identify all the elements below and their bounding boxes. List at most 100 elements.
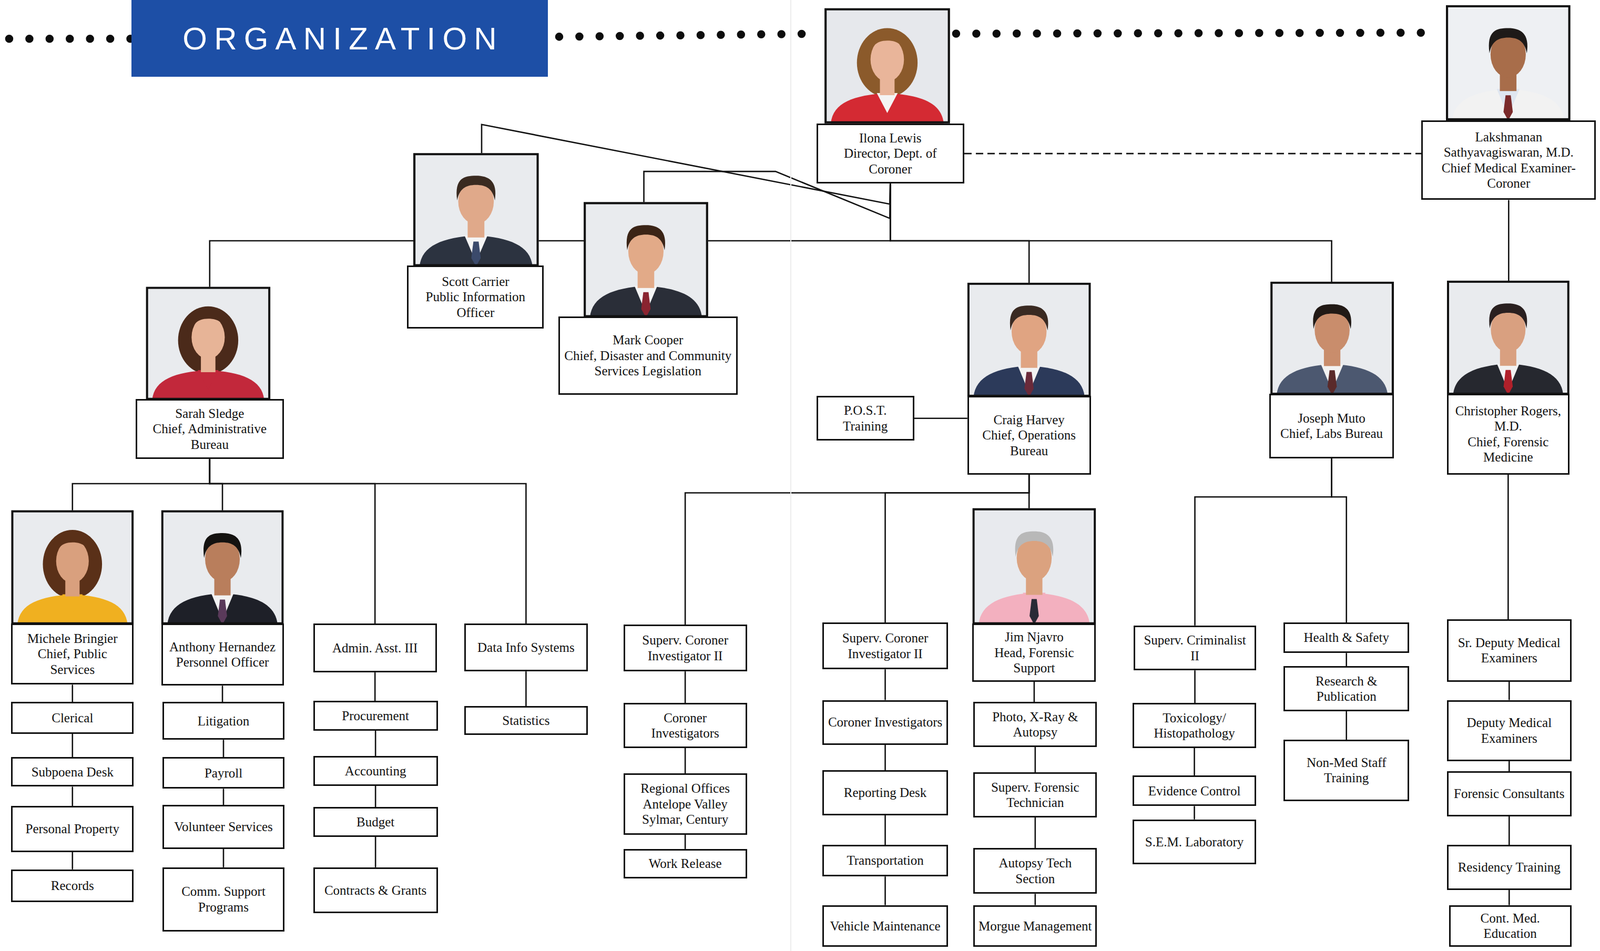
box-label: Volunteer Services [174, 819, 273, 835]
connector-line [1195, 458, 1332, 626]
box-label: Sarah Sledge [175, 405, 244, 422]
connector-line [884, 876, 886, 905]
box-label: Jim Njavro [1004, 629, 1064, 646]
org-box: Clerical [11, 701, 134, 734]
org-box: Records [11, 869, 134, 903]
connector-line [1331, 458, 1347, 624]
box-label: Head, Forensic Support [976, 645, 1092, 677]
box-label: Clerical [51, 710, 94, 727]
org-box: Sarah SledgeChief, Administrative Bureau [135, 399, 284, 460]
box-label: Craig Harvey [993, 412, 1065, 428]
connector-line [1345, 711, 1348, 740]
connector-line [964, 153, 1422, 155]
box-label: Coroner Investigators [628, 710, 743, 742]
portrait-photo [1446, 280, 1570, 395]
box-label: Statistics [502, 712, 550, 729]
org-box: Work Release [623, 849, 748, 879]
box-label: Sr. Deputy Medical Examiners [1451, 635, 1567, 667]
box-label: P.O.S.T. Training [821, 402, 910, 434]
box-label: Health & Safety [1303, 629, 1390, 646]
org-box: Scott CarrierPublic Information Officer [406, 265, 544, 329]
box-label: Christopher Rogers, M.D. [1451, 403, 1565, 435]
org-box: Vehicle Maintenance [822, 905, 949, 948]
org-box: Statistics [464, 706, 588, 735]
org-box: Superv. Coroner Investigator II [623, 624, 748, 672]
org-box: Mark CooperChief, Disaster and Community… [558, 316, 739, 395]
box-label: Photo, X-Ray & Autopsy [977, 709, 1093, 741]
portrait-photo [967, 282, 1092, 397]
org-box: Ilona LewisDirector, Dept. of Coroner [816, 123, 965, 185]
portrait-photo [1445, 5, 1571, 121]
connector-line [1508, 890, 1511, 906]
org-box: Coroner Investigators [822, 700, 949, 746]
org-box: Deputy Medical Examiners [1446, 700, 1572, 762]
box-label: Work Release [648, 855, 722, 872]
org-box: Non-Med Staff Training [1283, 739, 1410, 801]
box-label: Litigation [197, 713, 250, 730]
box-label: Chief, Disaster and Community Services L… [563, 348, 734, 380]
box-label: Public Information Officer [411, 289, 539, 321]
box-label: Chief, Administrative Bureau [140, 421, 279, 453]
connector-line [1034, 893, 1037, 905]
box-label: Toxicology/ Histopathology [1137, 710, 1252, 742]
connector-line [222, 849, 225, 868]
org-box: Transportation [822, 844, 949, 877]
connector-line [1193, 806, 1196, 820]
connector-line [1034, 747, 1037, 773]
org-box: Research & Publication [1283, 666, 1410, 711]
org-box: Payroll [162, 757, 285, 789]
box-label: Evidence Control [1148, 783, 1241, 800]
org-box: Superv. Criminalist II [1133, 625, 1257, 671]
org-box: Forensic Consultants [1446, 771, 1572, 817]
box-label: Personal Property [25, 821, 120, 838]
connector-line [221, 685, 224, 702]
box-label: Reporting Desk [843, 785, 927, 801]
connector-line [1194, 670, 1196, 703]
portrait-photo [583, 201, 709, 318]
box-label: Subpoena Desk [31, 764, 114, 781]
connector-line [884, 669, 886, 700]
box-label: Chief Medical Examiner-Coroner [1425, 160, 1592, 192]
box-label: Deputy Medical Examiners [1451, 715, 1567, 747]
box-label: Superv. Coroner Investigator II [827, 630, 944, 662]
page-title: ORGANIZATION [175, 20, 504, 57]
box-label: Chief, Public Services [15, 646, 129, 678]
org-box: Residency Training [1446, 844, 1572, 890]
portrait-photo [161, 510, 284, 625]
org-box: Sr. Deputy Medical Examiners [1446, 619, 1572, 682]
box-label: Coroner Investigators [828, 714, 943, 731]
portrait-photo [11, 510, 134, 625]
box-label: Anthony Hernandez [169, 639, 276, 656]
org-box: Reporting Desk [822, 770, 949, 815]
box-label: Chief, Operations Bureau [972, 427, 1087, 459]
connector-line [209, 183, 891, 400]
box-label: Budget [356, 814, 395, 831]
page-fold [790, 0, 792, 951]
box-label: Data Info Systems [477, 639, 575, 656]
box-label: Comm. Support Programs [167, 883, 281, 915]
portrait-photo [1270, 281, 1394, 395]
connector-line [374, 672, 376, 701]
box-label: Residency Training [1458, 859, 1561, 876]
org-box: Craig HarveyChief, Operations Bureau [967, 395, 1092, 475]
org-box: Toxicology/ Histopathology [1132, 702, 1257, 748]
connector-line [71, 684, 74, 702]
box-label: Scott Carrier [441, 273, 509, 290]
connector-line [1507, 474, 1510, 620]
org-box: P.O.S.T. Training [816, 395, 915, 441]
org-box: Volunteer Services [162, 804, 285, 849]
box-label: Procurement [341, 708, 410, 725]
connector-line [914, 417, 968, 420]
connector-line [1508, 681, 1511, 701]
connector-line [884, 815, 886, 845]
box-label: Ilona Lewis [859, 130, 922, 147]
connector-line [1345, 653, 1348, 667]
connector-line [1034, 817, 1037, 849]
connector-line [374, 786, 377, 808]
box-label: Superv. Forensic Technician [977, 779, 1093, 811]
portrait-photo [972, 508, 1096, 625]
box-label: Forensic Consultants [1453, 786, 1565, 802]
box-label: S.E.M. Laboratory [1145, 834, 1244, 851]
connector-line [71, 734, 74, 758]
